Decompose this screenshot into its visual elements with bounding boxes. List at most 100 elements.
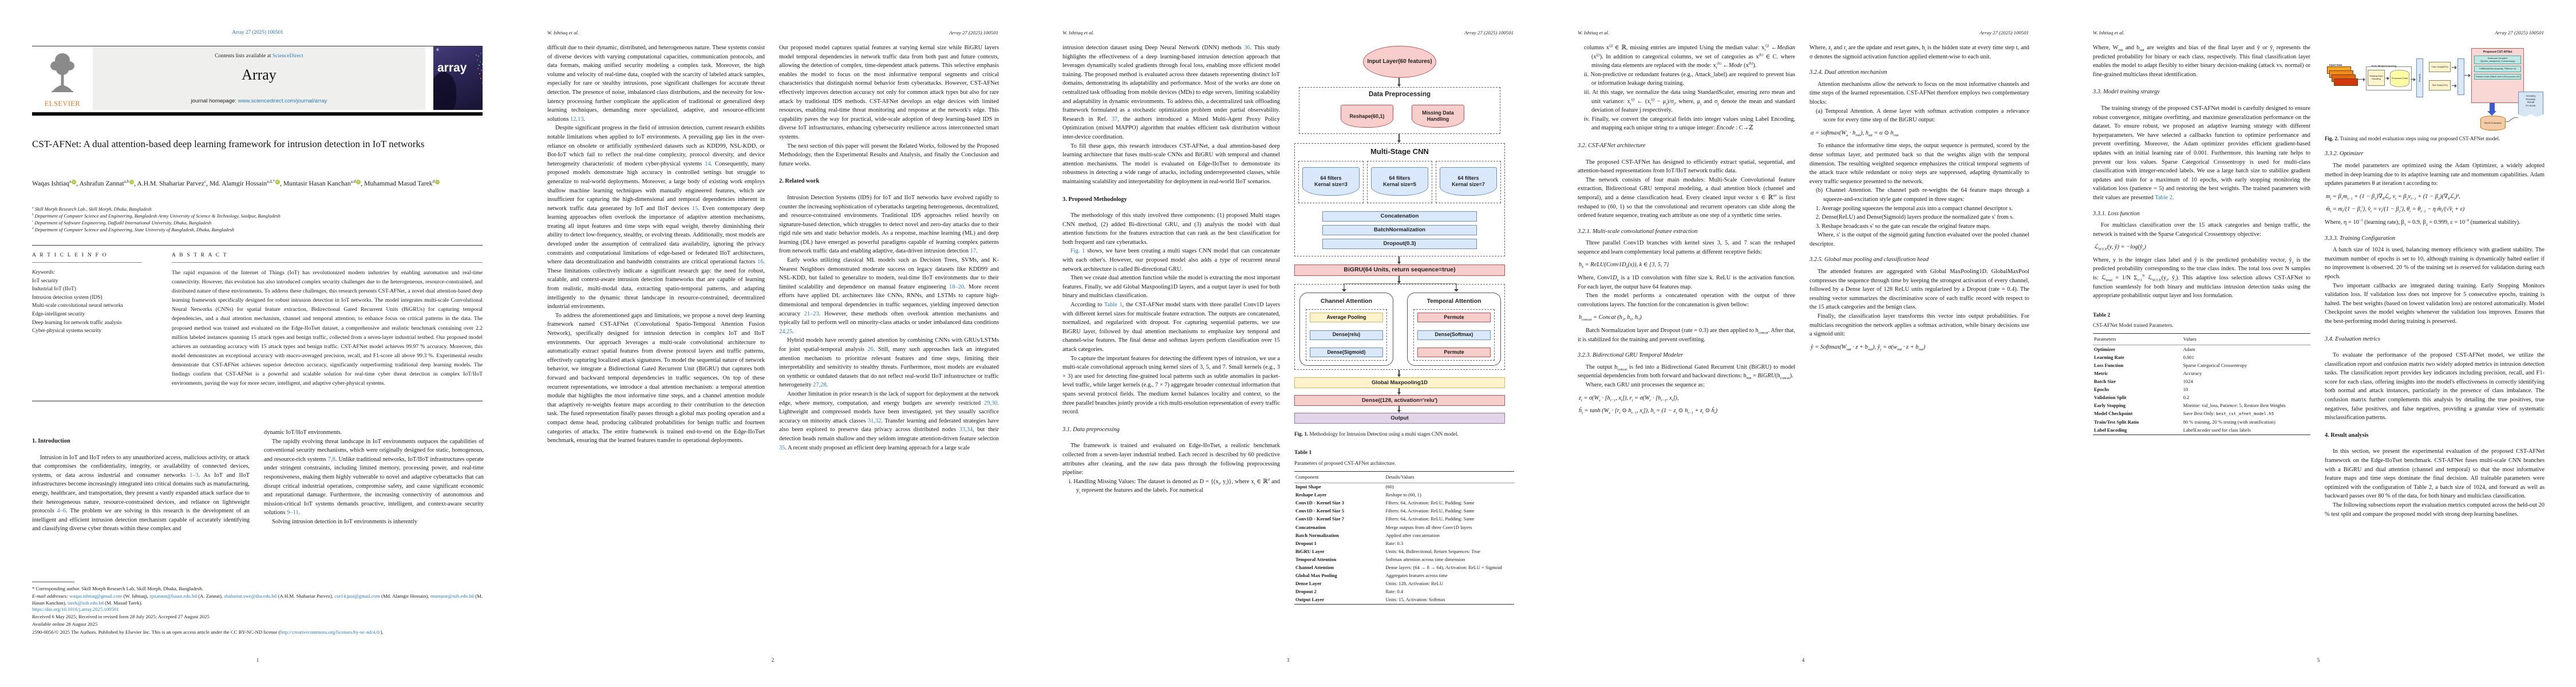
- inline-link[interactable]: 31,32: [867, 417, 882, 424]
- inline-link[interactable]: 29,30: [984, 400, 998, 406]
- inline-link[interactable]: 24,25: [779, 328, 793, 335]
- paragraph: Fig. 1 shows, we have been creating a mu…: [1062, 248, 1280, 273]
- table-2-title: Table 2: [2093, 311, 2111, 318]
- list-item: Edge-intelligent security: [32, 311, 85, 317]
- subscript: 2: [2406, 196, 2408, 201]
- abstract-heading: A B S T R A C T: [172, 252, 228, 258]
- journal-header-box: ELSEVIER Contents lists available at Sci…: [32, 46, 425, 110]
- section-heading: 3.2.5. Global max pooling and classifica…: [1809, 256, 1929, 263]
- subscript: i: [1764, 48, 1766, 53]
- fig1-channel-attention-title: Channel Attention: [1320, 298, 1373, 305]
- inline-link[interactable]: 21–23: [804, 310, 819, 317]
- fig1-attention-box: Channel Attention Average Pooling Dense(…: [1294, 283, 1505, 370]
- orcid-icon[interactable]: iD: [356, 180, 361, 185]
- inline-link[interactable]: 1–3: [189, 472, 199, 479]
- subscript: out: [2118, 48, 2123, 53]
- section-heading: 3.2.1. Multi-scale convolutional feature…: [1578, 228, 1698, 235]
- list-item: Deep learning for network traffic analys…: [32, 319, 122, 326]
- inline-link[interactable]: tarek@sub.edu.bd: [68, 600, 104, 606]
- left-text: Where, Wout and bout are weights and bia…: [2093, 44, 2310, 301]
- inline-link[interactable]: Table 2: [2155, 194, 2173, 201]
- inline-link[interactable]: 17: [970, 248, 977, 255]
- inline-link[interactable]: 16: [757, 259, 764, 266]
- superscript: −3: [2358, 218, 2363, 223]
- subscript: θ: [2382, 196, 2385, 201]
- inline-link[interactable]: 27,28: [813, 382, 827, 389]
- inline-link[interactable]: 36: [1244, 45, 1250, 51]
- paragraph: Hybrid models have recently gained atten…: [779, 337, 999, 389]
- subscript: z: [1609, 411, 1610, 416]
- arrow-down-icon: [1397, 370, 1401, 377]
- paragraph: 2. Dense(ReLU) and Dense(Sigmoid) layers…: [1816, 214, 2014, 221]
- page-4: W. Ishtiaq et al. Array 27 (2025) 100501…: [1546, 0, 2061, 687]
- list-item: Cyber-physical systems security: [32, 328, 102, 334]
- subscript: t−1: [1688, 411, 1693, 416]
- equation: ŷ = Softmax(Wout · z + bout), ŷj = σ(wou…: [1811, 344, 1926, 352]
- subscript: rnn: [1893, 133, 1899, 137]
- inline-link[interactable]: 26: [867, 346, 874, 353]
- inline-link[interactable]: cse14.just@gmail.com: [334, 593, 380, 599]
- paragraph: b Department of Computer Science and Eng…: [32, 213, 280, 219]
- journal-citation-link[interactable]: Array 27 (2025) 100501: [232, 29, 283, 35]
- subscript: i=1: [2137, 278, 2143, 283]
- inline-link[interactable]: 35: [779, 444, 785, 451]
- fig1-dense-sigmoid: Dense(Sigmoid): [1310, 348, 1383, 357]
- elsevier-logo[interactable]: ELSEVIER: [32, 46, 93, 110]
- inline-link[interactable]: shahariar.swe@diu.edu.bd: [224, 593, 277, 599]
- running-head-journal: Array 27 (2025) 100501: [1980, 30, 2029, 35]
- inline-link[interactable]: 37: [1111, 116, 1118, 123]
- table-cell: LabelEncoder used for class labels: [2183, 427, 2251, 433]
- subscript: 2: [2437, 196, 2440, 201]
- paragraph: The proposed CST-AFNet has designed to e…: [1578, 159, 1795, 175]
- paragraph: Where, Conv1Dk is a 1D convolution with …: [1578, 275, 1795, 290]
- paragraph: Our proposed model captures spatial feat…: [779, 45, 999, 140]
- keywords-label: Keywords:: [32, 270, 56, 275]
- homepage-link[interactable]: www.sciencedirect.com/journal/array: [238, 98, 327, 104]
- subscript: out: [2139, 48, 2144, 53]
- table-cell: Filters: 64, Activation: ReLU, Padding: …: [1385, 500, 1475, 506]
- section-heading: 3. Proposed Methodology: [1062, 196, 1127, 203]
- inline-link[interactable]: Fig. 1: [1070, 248, 1085, 255]
- paragraph: columns x(j) ∈ ℝ, missing entries are im…: [1584, 44, 1795, 70]
- inline-link[interactable]: 14: [705, 160, 711, 167]
- inline-link[interactable]: 9–11: [287, 510, 299, 516]
- orcid-icon[interactable]: iD: [435, 180, 440, 185]
- inline-link[interactable]: 4–6: [57, 508, 66, 515]
- inline-link[interactable]: Table 1: [1104, 302, 1123, 309]
- inline-link[interactable]: 7,8: [327, 456, 335, 463]
- section-heading: 3.2.3. Bidirectional GRU Temporal Modele…: [1578, 352, 1684, 359]
- subscript: t−1: [2420, 210, 2426, 214]
- inline-link[interactable]: 12,13: [570, 116, 584, 123]
- orcid-icon[interactable]: iD: [275, 180, 280, 185]
- inline-link[interactable]: http://creativecommons.org/licenses/by-n…: [280, 629, 381, 635]
- subscript: t: [2381, 210, 2383, 214]
- arrow-right-icon: [2452, 84, 2457, 88]
- subscript: rnn: [1855, 133, 1861, 137]
- orcid-icon[interactable]: iD: [72, 180, 77, 185]
- doi-link[interactable]: https://doi.org/10.1016/j.array.2025.100…: [32, 606, 119, 612]
- inline-link[interactable]: 15: [692, 205, 698, 212]
- table-cell: Global Max Pooling: [1295, 572, 1337, 579]
- subscript: j: [1717, 101, 1719, 106]
- table-cell: Sparse Categorical Crossentropy: [2183, 362, 2247, 368]
- inline-link[interactable]: 18–20: [949, 283, 965, 290]
- subscript: out: [1867, 347, 1873, 352]
- sciencedirect-link[interactable]: ScienceDirect: [272, 53, 303, 59]
- fig2-merge-bar: [2458, 58, 2464, 95]
- figure-column: Input Layer(60 features) Data Preprocess…: [1294, 44, 1514, 647]
- divider: [32, 245, 483, 246]
- inline-link[interactable]: 33,34: [959, 427, 973, 433]
- paragraph: dynamic IoT/IIoT environments.: [264, 429, 342, 436]
- inline-link[interactable]: waqas.ishtiaq@gmail.com: [69, 593, 123, 599]
- subscript: out: [1846, 347, 1851, 352]
- table-cell: Conv1D - Kernel Size 3: [1295, 500, 1344, 506]
- table-cell: Aggregates features across time: [1385, 572, 1448, 579]
- orcid-icon[interactable]: iD: [129, 180, 135, 185]
- inline-link[interactable]: muntasir@sub.edu.bd: [430, 593, 474, 599]
- fig2-model-evaluation-cylinder: Model Evaluation: [2480, 116, 2506, 131]
- inline-link[interactable]: spzannat@baust.edu.bd: [149, 593, 197, 599]
- subscript: SCCE: [2098, 247, 2108, 252]
- subscript: t: [2452, 210, 2453, 214]
- journal-cover-thumbnail[interactable]: ▦ array: [433, 46, 483, 110]
